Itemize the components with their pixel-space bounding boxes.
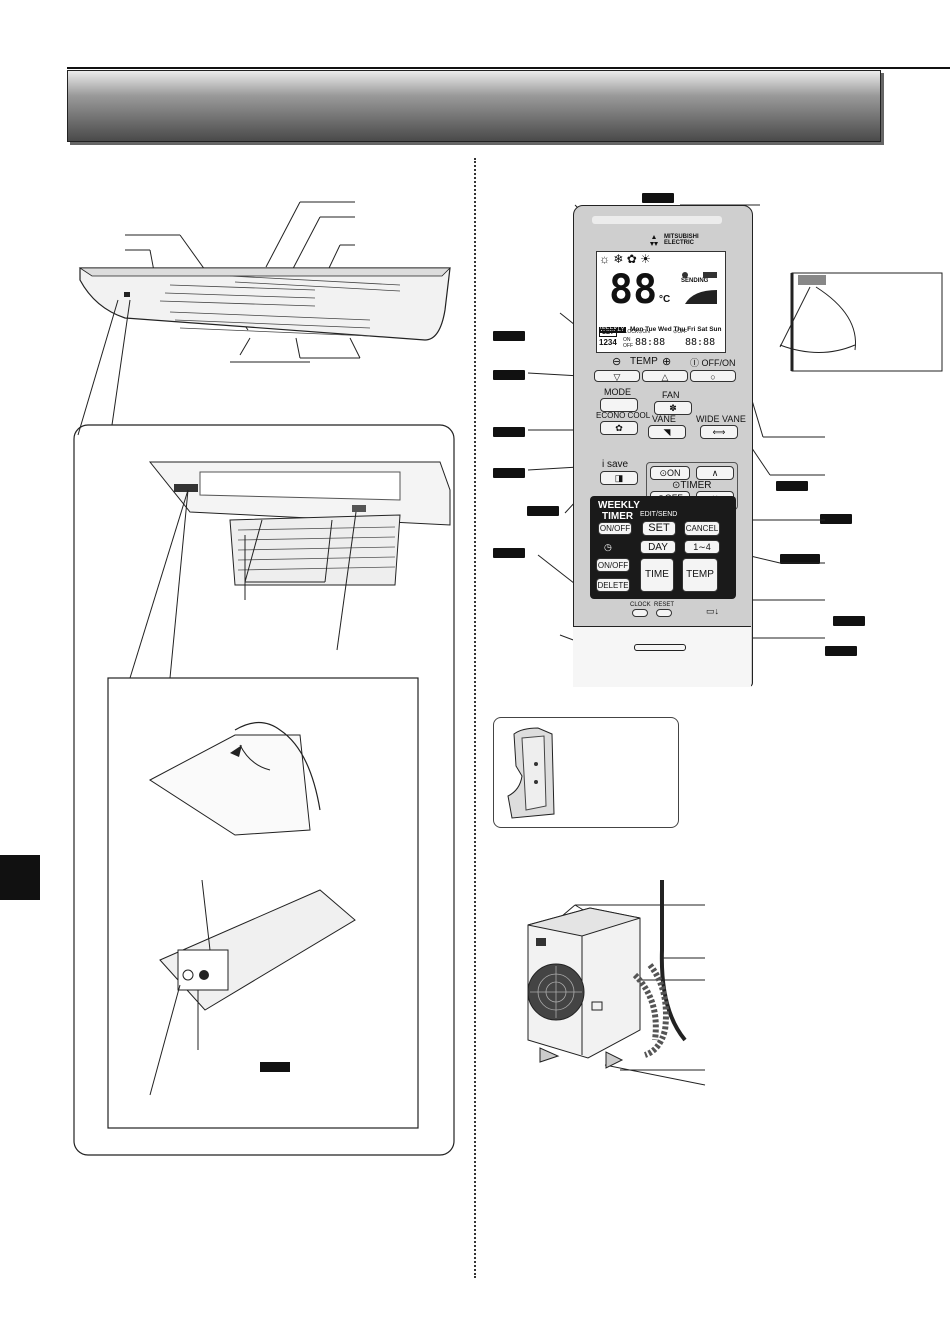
section-header-band <box>67 70 881 142</box>
remote-top-window <box>592 216 722 224</box>
lcd-sending: SENDING <box>681 278 709 284</box>
fan-label: FAN <box>662 390 680 400</box>
timer-up-button[interactable]: ∧ <box>696 466 734 480</box>
remote-holder-box <box>493 717 679 828</box>
lcd-temperature: 88 <box>609 267 658 313</box>
timer-label: ⊙TIMER <box>672 480 712 491</box>
fan-button[interactable]: ✽ <box>654 401 692 415</box>
lcd-weekly: WEEKLY <box>599 327 626 333</box>
label-badge <box>825 646 857 656</box>
isave-label: i save <box>602 459 629 470</box>
lcd-off-small: OFF <box>623 343 633 349</box>
outdoor-unit-illustration <box>527 880 706 1086</box>
isave-button[interactable]: ◨ <box>600 471 638 485</box>
set-button[interactable]: SET <box>642 521 676 536</box>
battery-icon: ▭↓ <box>706 606 720 616</box>
remote-cover <box>573 626 751 687</box>
label-badge <box>493 331 525 341</box>
reset-button[interactable] <box>656 609 672 617</box>
label-badge <box>527 506 559 516</box>
lcd-on: ON <box>623 337 631 343</box>
label-badge <box>780 554 820 564</box>
indoor-unit-illustrations <box>73 201 455 1156</box>
fan-icon <box>681 266 721 278</box>
weekly-onoff-button[interactable]: ON/OFF <box>598 522 632 535</box>
temp-plus-icon[interactable]: ⊕ <box>662 356 672 368</box>
delete-button[interactable]: DELETE <box>596 578 630 592</box>
label-badge <box>493 427 525 437</box>
lcd-time-right: 88:88 <box>685 337 716 348</box>
econo-cool-label: ECONO COOL <box>596 411 651 420</box>
header-rule <box>67 67 950 69</box>
section-tab <box>0 855 40 900</box>
label-badge <box>833 616 865 626</box>
lcd-clock-on: CLOCK⊙ON <box>621 329 650 335</box>
temp-up-button[interactable]: △ <box>642 370 688 382</box>
weekly-timer-label-1: WEEKLY <box>598 500 640 511</box>
lcd-weekly-row: WEEKLY Mon Tue Wed Thu Fri Sat Sun <box>599 318 723 333</box>
column-divider <box>474 158 476 1278</box>
clock-icon: ◷ <box>604 542 612 552</box>
lcd-display: ☼ ❄ ✿ ☀ 88 °C SENDING WEEKLY Mon Tue Wed… <box>596 251 726 353</box>
remote-controller: MITSUBISHI ELECTRIC ☼ ❄ ✿ ☀ 88 °C SENDIN… <box>573 205 753 687</box>
temp-down-button[interactable]: ▽ <box>594 370 640 382</box>
edit-send-label: EDIT/SEND <box>640 511 678 518</box>
lcd-program-numbers: 1234 <box>599 338 617 347</box>
label-badge <box>493 548 525 558</box>
onoff-button[interactable]: ON/OFF <box>596 558 630 572</box>
mode-button[interactable] <box>600 398 638 412</box>
mode-icons: ☼ ❄ ✿ ☀ <box>599 252 651 266</box>
wide-vane-button[interactable]: ⟺ <box>700 425 738 439</box>
lcd-temp-unit: °C <box>659 294 671 305</box>
brand-logo-icon <box>648 234 660 246</box>
cancel-button[interactable]: CANCEL <box>684 521 720 536</box>
range-button[interactable]: 1∼4 <box>684 540 720 554</box>
temp-button[interactable]: TEMP <box>682 558 718 592</box>
brand-line1: MITSUBISHI <box>664 234 699 240</box>
vane-button[interactable]: ◥ <box>648 425 686 439</box>
brand-line2: ELECTRIC <box>664 240 694 246</box>
remote-leader-lines <box>527 204 943 651</box>
day-button[interactable]: DAY <box>640 540 676 554</box>
clock-label: CLOCK <box>630 602 651 608</box>
weekly-timer-label-2: TIMER <box>602 511 634 522</box>
vane-icon <box>683 288 719 306</box>
clock-button[interactable] <box>632 609 648 617</box>
cover-slot <box>634 644 686 651</box>
lcd-off: ⊙OFF <box>673 329 688 335</box>
offon-label: Ⓘ OFF/ON <box>690 358 736 368</box>
label-badge <box>776 481 808 491</box>
temp-minus-icon[interactable]: ⊖ <box>612 356 622 368</box>
label-badge <box>820 514 852 524</box>
remote-holder-illustration <box>507 727 555 819</box>
time-button[interactable]: TIME <box>640 558 674 592</box>
label-badge <box>493 468 525 478</box>
lcd-set: SET <box>599 329 617 337</box>
offon-button[interactable]: ○ <box>690 370 736 382</box>
label-badge <box>642 193 674 203</box>
timer-on-button[interactable]: ⊙ON <box>650 466 690 480</box>
temp-label: TEMP <box>630 356 658 367</box>
wide-vane-label: WIDE VANE <box>696 414 746 424</box>
lcd-time-left: 88:88 <box>635 337 666 348</box>
lcd-days: Mon Tue Wed Thu Fri Sat Sun <box>630 326 722 333</box>
mode-label: MODE <box>604 387 631 397</box>
reset-label: RESET <box>654 602 675 608</box>
vane-label: VANE <box>652 414 676 424</box>
econo-cool-button[interactable]: ✿ <box>600 421 638 435</box>
label-badge <box>493 370 525 380</box>
